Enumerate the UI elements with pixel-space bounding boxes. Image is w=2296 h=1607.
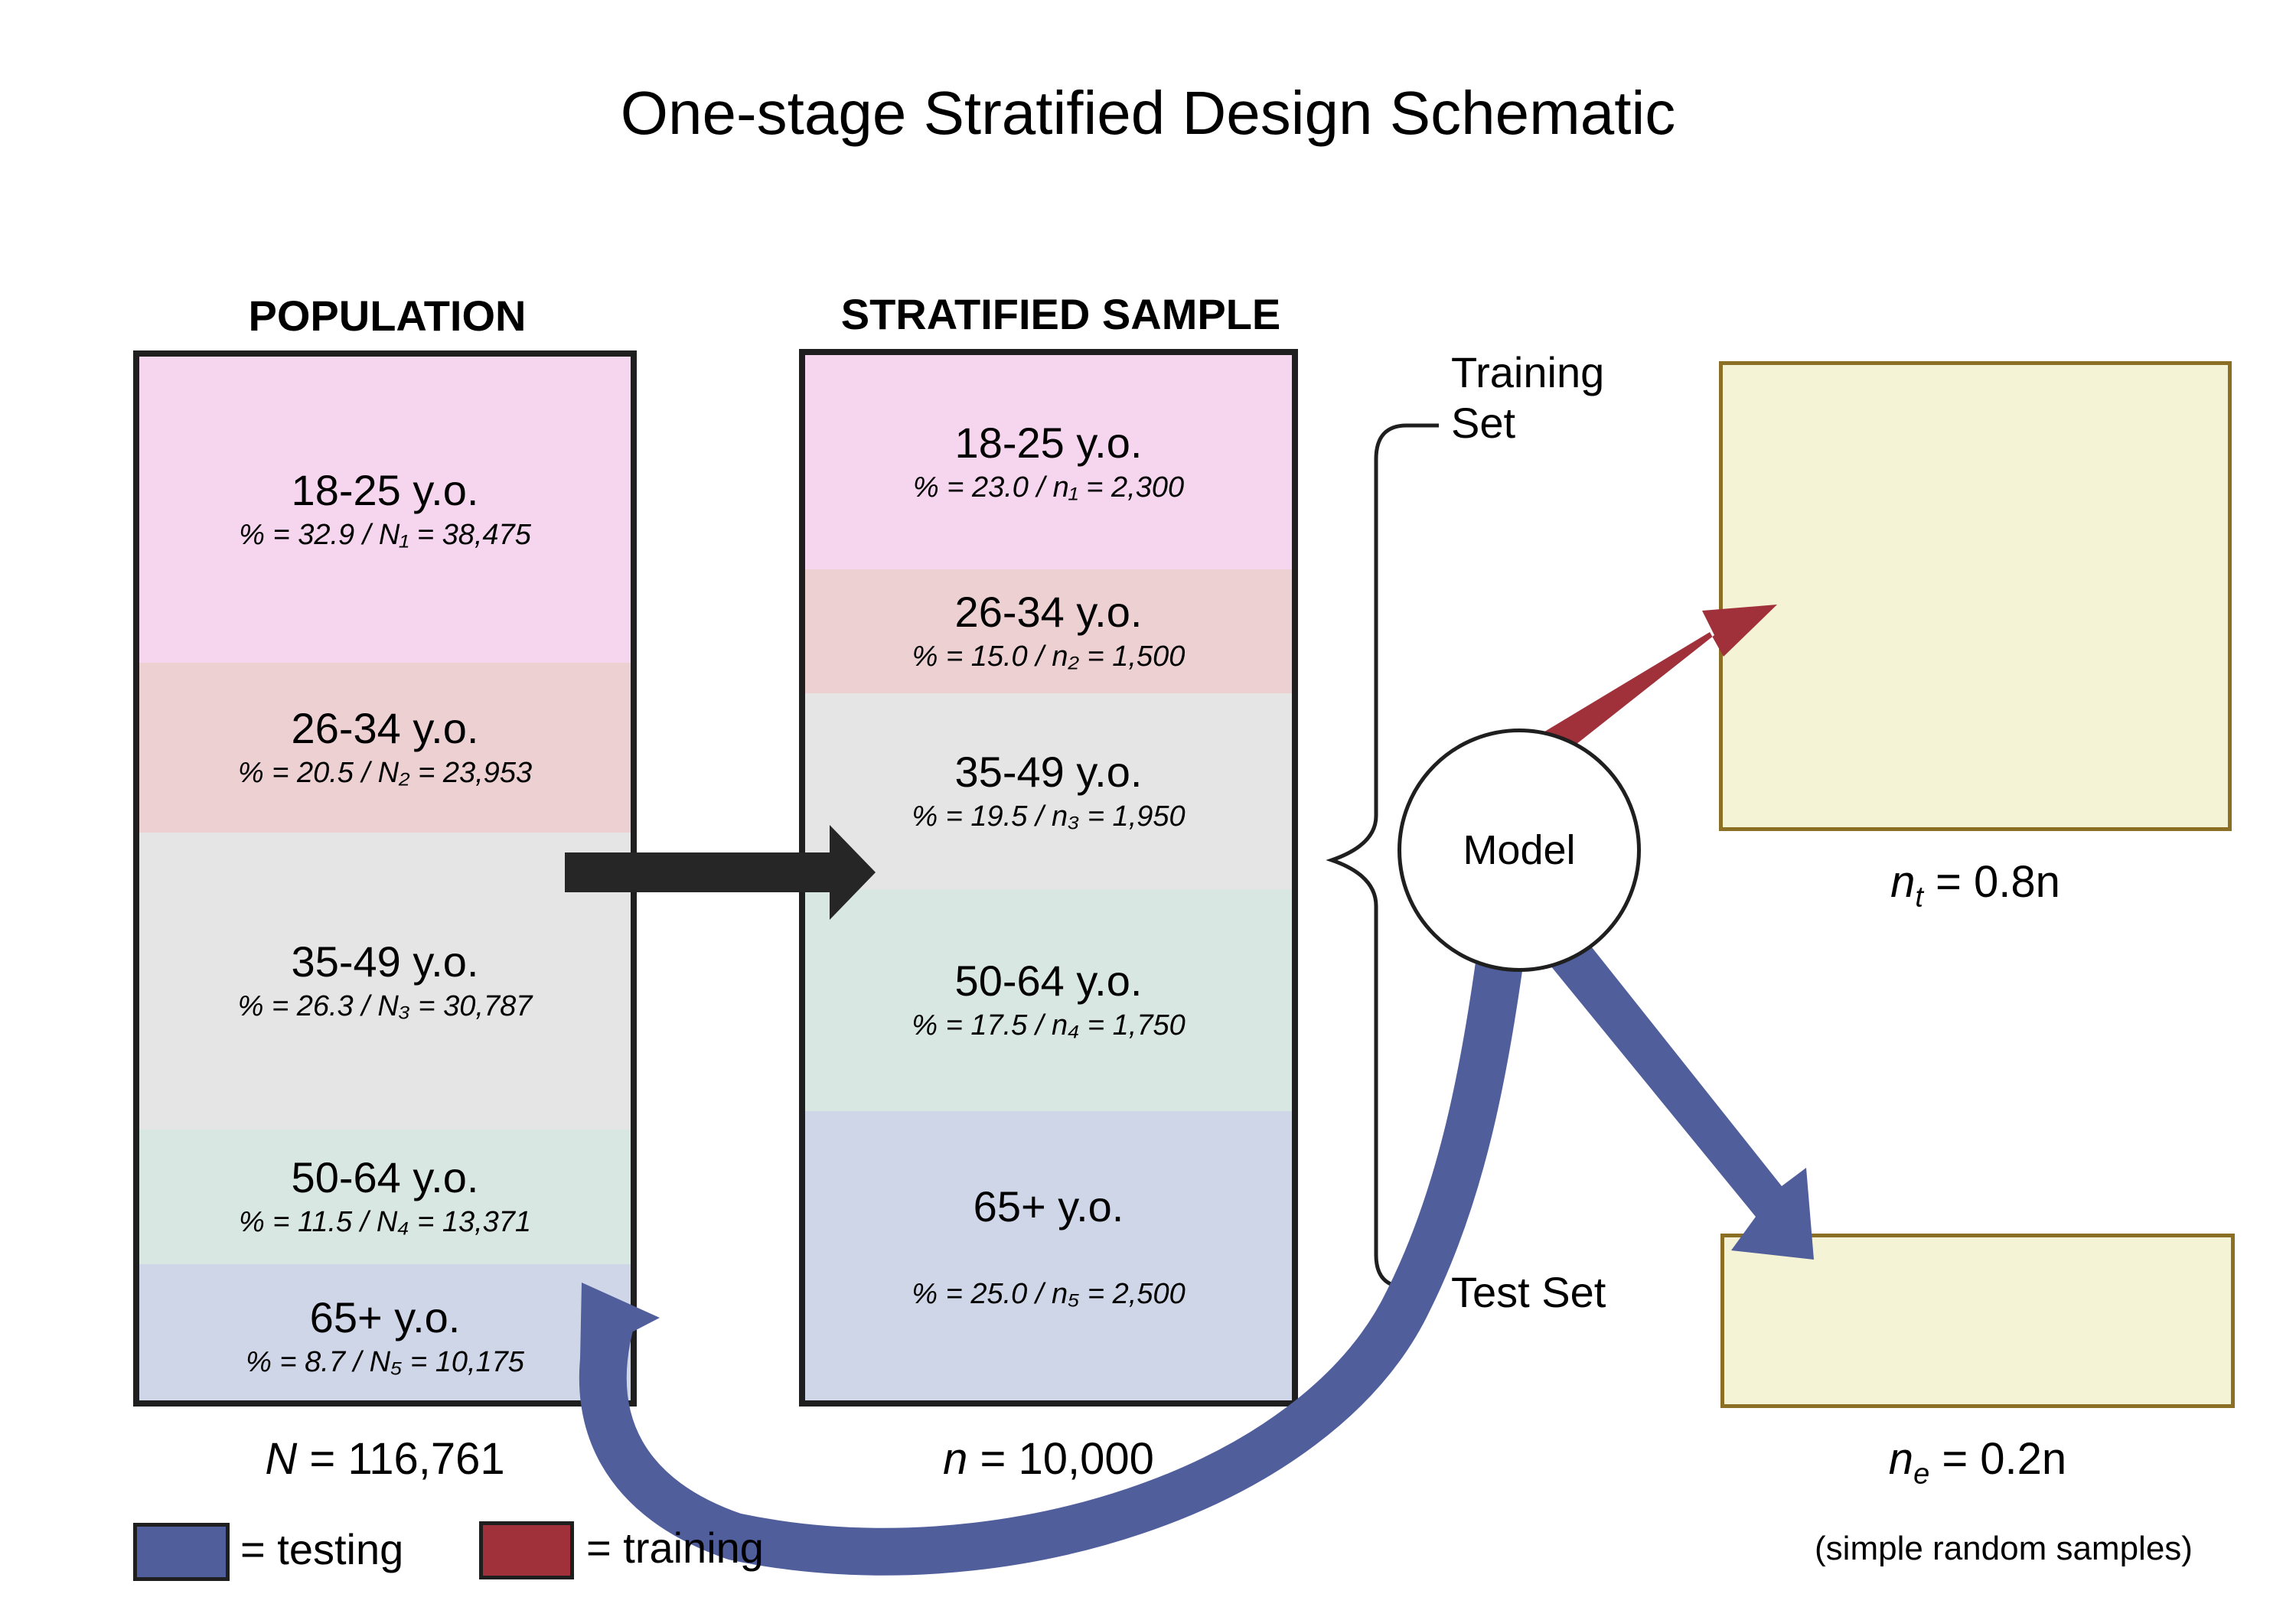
sample-stratum-18-25: 18-25 y.o. % = 23.0 / n₁ = 2,300 xyxy=(805,355,1292,569)
legend-label-testing: = testing xyxy=(240,1525,404,1573)
stratum-label: 65+ y.o. xyxy=(973,1182,1124,1231)
legend-swatch-training xyxy=(479,1521,574,1579)
stratum-label: 35-49 y.o. xyxy=(291,937,479,986)
population-total: N = 116,761 xyxy=(133,1433,637,1486)
stratum-label: 18-25 y.o. xyxy=(954,419,1143,467)
legend-label-training: = training xyxy=(586,1524,764,1572)
stratum-label: 50-64 y.o. xyxy=(291,1153,479,1201)
population-box: 18-25 y.o. % = 32.9 / N₁ = 38,475 26-34 … xyxy=(133,350,637,1407)
sample-total-value: = 10,000 xyxy=(967,1434,1154,1484)
stratum-label: 26-34 y.o. xyxy=(954,588,1143,636)
sample-stratum-50-64: 50-64 y.o. % = 17.5 / n₄ = 1,750 xyxy=(805,889,1292,1111)
stratum-detail: % = 19.5 / n₃ = 1,950 xyxy=(912,800,1186,833)
population-stratum-50-64: 50-64 y.o. % = 11.5 / N₄ = 13,371 xyxy=(139,1129,631,1264)
population-header: POPULATION xyxy=(248,292,527,340)
sampling-arrow xyxy=(565,825,876,920)
training-set-box xyxy=(1719,361,2232,831)
training-size-subscript: t xyxy=(1915,881,1923,914)
stratum-detail: % = 8.7 / N₅ = 10,175 xyxy=(246,1346,524,1378)
test-set-label: Test Set xyxy=(1451,1268,1606,1316)
set-brace xyxy=(1326,423,1439,1289)
stratum-detail: % = 25.0 / n₅ = 2,500 xyxy=(912,1278,1186,1310)
test-size-value: = 0.2n xyxy=(1929,1434,2067,1484)
test-arrow xyxy=(1509,888,1814,1260)
sample-box: 18-25 y.o. % = 23.0 / n₁ = 2,300 26-34 y… xyxy=(799,349,1298,1407)
stratum-detail: % = 26.3 / N₃ = 30,787 xyxy=(237,990,533,1022)
test-size-symbol: n xyxy=(1888,1434,1914,1484)
population-total-value: = 116,761 xyxy=(297,1434,505,1484)
stratum-detail: % = 17.5 / n₄ = 1,750 xyxy=(912,1009,1186,1041)
sample-stratum-65-plus: 65+ y.o. % = 25.0 / n₅ = 2,500 xyxy=(805,1111,1292,1400)
stratum-label: 50-64 y.o. xyxy=(954,957,1143,1005)
test-set-size: ne = 0.2n xyxy=(1720,1433,2235,1501)
stratum-detail: % = 15.0 / n₂ = 1,500 xyxy=(912,641,1186,673)
population-stratum-35-49: 35-49 y.o. % = 26.3 / N₃ = 30,787 xyxy=(139,833,631,1129)
stratum-label: 35-49 y.o. xyxy=(954,748,1143,796)
training-set-label-line1: Training xyxy=(1451,348,1605,396)
training-set-size: nt = 0.8n xyxy=(1719,856,2232,924)
population-stratum-65-plus: 65+ y.o. % = 8.7 / N₅ = 10,175 xyxy=(139,1264,631,1400)
model-label: Model xyxy=(1463,827,1576,873)
stratum-detail: % = 32.9 / N₁ = 38,475 xyxy=(239,519,531,551)
population-total-symbol: N xyxy=(265,1434,298,1484)
sample-total-symbol: n xyxy=(943,1434,968,1484)
stratum-detail: % = 20.5 / N₂ = 23,953 xyxy=(237,757,533,789)
test-size-subscript: e xyxy=(1913,1458,1930,1491)
stratum-detail: % = 23.0 / n₁ = 2,300 xyxy=(912,471,1185,504)
testing-loop-arrow xyxy=(579,944,1525,1576)
stratum-label: 65+ y.o. xyxy=(309,1293,461,1341)
page-title: One-stage Stratified Design Schematic xyxy=(620,79,1676,147)
stratum-detail: % = 11.5 / N₄ = 13,371 xyxy=(238,1206,532,1238)
legend-swatch-testing xyxy=(133,1523,230,1581)
population-stratum-26-34: 26-34 y.o. % = 20.5 / N₂ = 23,953 xyxy=(139,663,631,833)
sample-total: n = 10,000 xyxy=(799,1433,1298,1486)
stratum-label: 26-34 y.o. xyxy=(291,704,479,752)
sampling-note: (simple random samples) xyxy=(1815,1530,2193,1567)
training-size-value: = 0.8n xyxy=(1923,857,2060,907)
population-stratum-18-25: 18-25 y.o. % = 32.9 / N₁ = 38,475 xyxy=(139,357,631,663)
sample-stratum-26-34: 26-34 y.o. % = 15.0 / n₂ = 1,500 xyxy=(805,569,1292,693)
model-circle: Model xyxy=(1397,729,1641,972)
sample-stratum-35-49: 35-49 y.o. % = 19.5 / n₃ = 1,950 xyxy=(805,693,1292,889)
training-size-symbol: n xyxy=(1890,857,1916,907)
sample-header: STRATIFIED SAMPLE xyxy=(840,290,1281,338)
training-set-label-line2: Set xyxy=(1451,399,1516,447)
testing-loop-arrowhead xyxy=(580,1283,660,1359)
test-set-box xyxy=(1720,1234,2235,1408)
stratum-label: 18-25 y.o. xyxy=(291,466,479,514)
training-set-label: Training Set xyxy=(1451,347,1604,448)
